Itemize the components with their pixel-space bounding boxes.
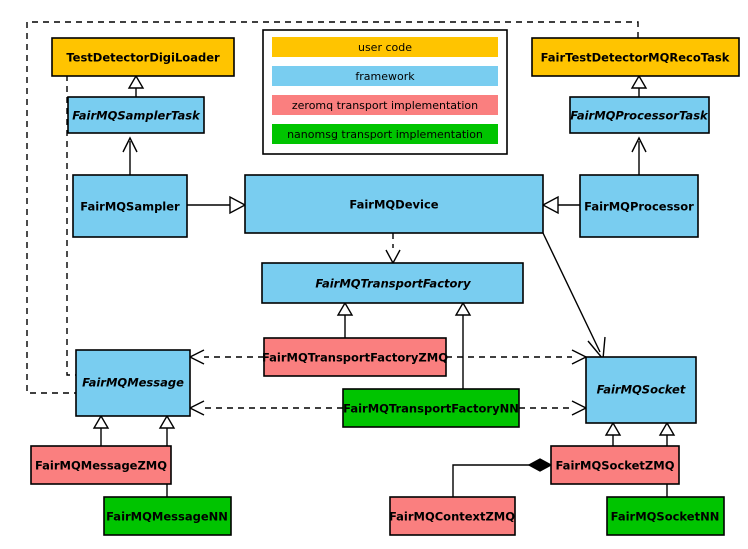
legend: user code framework zeromq transport imp… [262,29,508,155]
node-label: FairMQTransportFactory [315,277,471,291]
node-label: FairTestDetectorMQRecoTask [541,51,730,65]
node-FairMQProcessor[interactable]: FairMQProcessor [579,174,699,238]
node-box[interactable] [51,37,235,77]
edge-processortask-to-recotask [630,74,648,97]
node-label: FairMQMessage [82,376,184,390]
node-box[interactable] [389,496,516,536]
legend-swatch [272,66,498,86]
legend-label: framework [355,70,415,83]
node-FairMQSocketNN[interactable]: FairMQSocketNN [606,496,725,536]
node-box[interactable] [579,174,699,238]
node-label: FairMQSocketZMQ [556,459,675,473]
legend-swatch [272,37,498,57]
edge-samplertask-to-digiloader [127,74,145,97]
node-label: FairMQSocketNN [611,510,720,524]
node-box[interactable] [30,445,172,485]
node-box[interactable] [72,174,188,238]
node-box[interactable] [531,37,740,77]
node-label: FairMQMessageZMQ [35,459,167,473]
legend-item-zeromq: zeromq transport implementation [272,95,498,115]
node-FairMQTransportFactory[interactable]: FairMQTransportFactory [261,262,524,304]
node-label: FairMQTransportFactoryNN [343,402,519,416]
node-label: FairMQSocket [597,383,686,397]
node-box[interactable] [67,96,205,134]
node-label: FairMQProcessorTask [570,109,709,123]
node-FairMQTransportFactoryNN[interactable]: FairMQTransportFactoryNN [342,388,520,428]
node-FairMQContextZMQ[interactable]: FairMQContextZMQ [389,496,516,536]
node-FairMQTransportFactoryZMQ[interactable]: FairMQTransportFactoryZMQ [262,337,448,377]
node-box[interactable] [75,349,191,417]
edge-device-to-transportfactory [385,233,401,265]
node-TestDetectorDigiLoader[interactable]: TestDetectorDigiLoader [51,37,235,77]
legend-item-framework: framework [272,66,498,86]
edge-factoryzmq-to-transportfactory [336,301,354,338]
node-label: FairMQSamplerTask [72,109,201,123]
node-FairTestDetectorMQRecoTask[interactable]: FairTestDetectorMQRecoTask [531,37,740,77]
node-label: FairMQDevice [349,198,438,212]
legend-label: user code [358,41,412,54]
edge-factoryzmq-to-socket [446,349,588,365]
node-box[interactable] [342,388,520,428]
edge-socketzmq-composition-contextzmq [452,458,553,497]
node-box[interactable] [261,262,524,304]
node-FairMQProcessorTask[interactable]: FairMQProcessorTask [569,96,710,134]
node-box[interactable] [585,356,697,424]
node-box[interactable] [569,96,710,134]
node-label: TestDetectorDigiLoader [66,51,220,65]
nodes-layer: TestDetectorDigiLoader FairTestDetectorM… [30,37,740,536]
node-FairMQSocket[interactable]: FairMQSocket [585,356,697,424]
edges-layer [26,21,676,497]
edge-socketzmq-to-socket [604,421,622,446]
edge-factorynn-to-socket [519,400,588,416]
node-box[interactable] [606,496,725,536]
edge-factorynn-to-transportfactory [454,301,472,389]
edge-processor-to-processortask [631,136,647,175]
legend-label: nanomsg transport implementation [287,128,483,141]
node-FairMQMessageNN[interactable]: FairMQMessageNN [103,496,232,536]
node-box[interactable] [244,174,544,234]
node-FairMQMessageZMQ[interactable]: FairMQMessageZMQ [30,445,172,485]
node-box[interactable] [103,496,232,536]
node-FairMQMessage[interactable]: FairMQMessage [75,349,191,417]
node-label: FairMQMessageNN [106,510,228,524]
node-label: FairMQContextZMQ [389,510,515,524]
legend-label: zeromq transport implementation [292,99,478,112]
legend-item-nanomsg: nanomsg transport implementation [272,124,498,144]
legend-swatch [272,95,498,115]
legend-swatch [272,124,498,144]
node-FairMQSampler[interactable]: FairMQSampler [72,174,188,238]
node-label: FairMQSampler [80,200,180,214]
legend-item-user-code: user code [272,37,498,57]
node-box[interactable] [550,445,680,485]
edge-factorynn-to-message [188,400,343,416]
node-label: FairMQProcessor [584,200,694,214]
node-FairMQSocketZMQ[interactable]: FairMQSocketZMQ [550,445,680,485]
edge-factoryzmq-to-message [188,349,264,365]
edge-sampler-to-device [187,195,247,215]
edge-messagezmq-to-message [92,414,110,446]
node-FairMQDevice[interactable]: FairMQDevice [244,174,544,234]
node-label: FairMQTransportFactoryZMQ [262,351,448,365]
edge-device-to-socket [542,232,606,361]
node-FairMQSamplerTask[interactable]: FairMQSamplerTask [67,96,205,134]
edge-sampler-to-samplertask [122,136,138,175]
node-box[interactable] [263,337,447,377]
edge-processor-to-device [541,195,580,215]
